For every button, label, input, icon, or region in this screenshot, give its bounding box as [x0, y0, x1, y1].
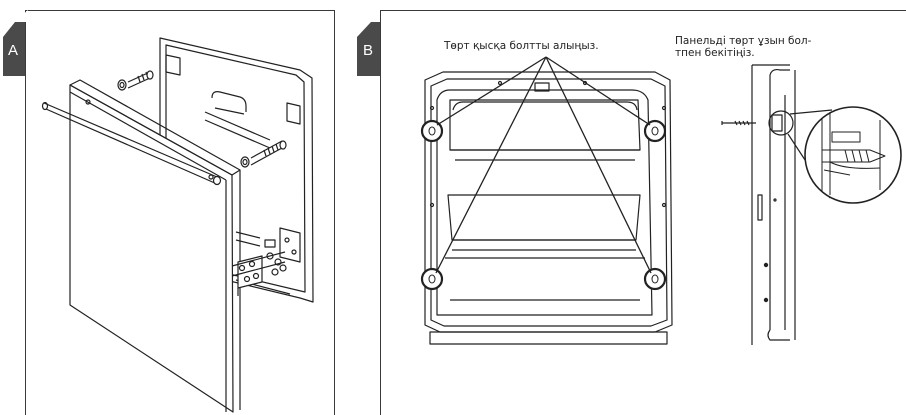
inner-door-front-view: [424, 71, 673, 345]
door-side-view: [751, 64, 796, 345]
door-handle-bar: [41, 99, 222, 186]
panel-b-frame: [380, 10, 906, 415]
bolt-icon: [240, 140, 287, 168]
panel-a-letter: A: [8, 42, 19, 59]
bolt-icon: [117, 70, 154, 91]
caption-attach-long-bolts-line1: Панельді төрт ұзын бол-: [675, 35, 812, 47]
caption-attach-long-bolts-line2: тпен бекітіңіз.: [675, 47, 755, 59]
callout-leader-lines: [435, 56, 652, 274]
zoomed-detail: [821, 112, 886, 195]
long-bolt-icon: [721, 120, 756, 126]
mounting-bracket-bolts: [231, 251, 287, 296]
panel-b-letter: B: [363, 42, 374, 59]
panel-a-frame: [25, 10, 335, 415]
caption-remove-short-bolts: Төрт қысқа болтты алыңыз.: [444, 40, 599, 52]
